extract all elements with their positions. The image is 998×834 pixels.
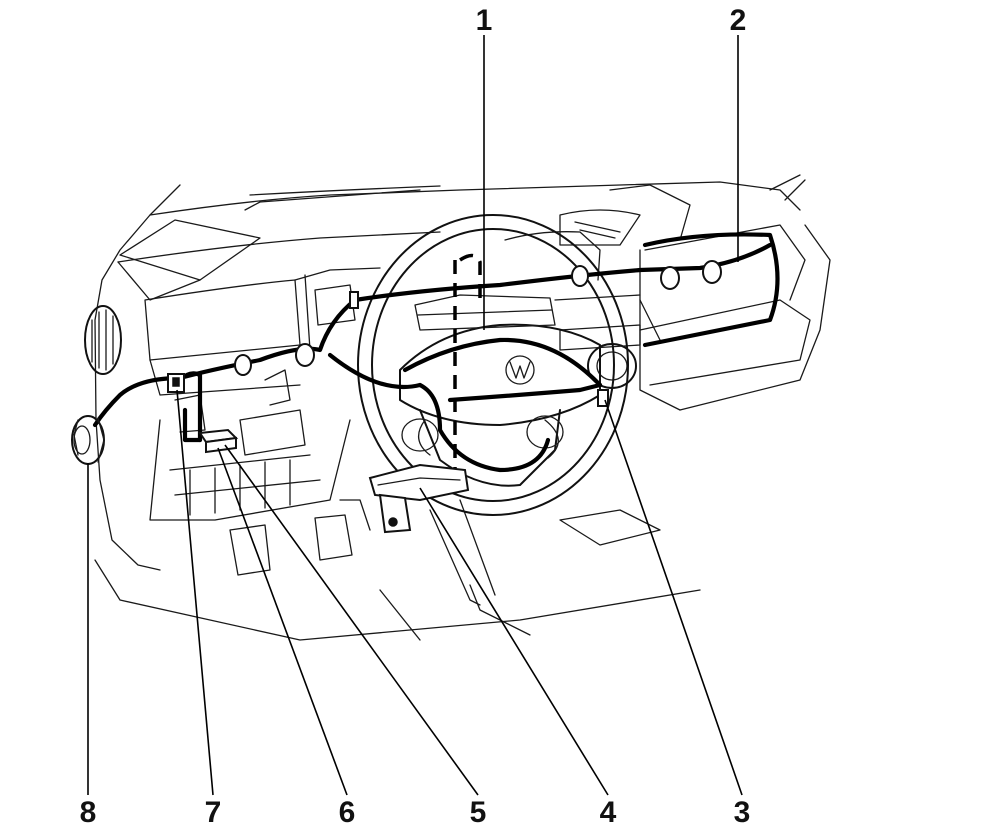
- components: [71, 260, 722, 534]
- callout-3: 3: [734, 796, 751, 829]
- callout-5: 5: [470, 796, 487, 829]
- callout-2: 2: [730, 4, 747, 37]
- airbag-wiring-harness: [92, 232, 780, 473]
- callout-leaders: [87, 35, 743, 796]
- callout-labels: 1 2 3 4 5 6 7 8: [80, 4, 751, 829]
- callout-1: 1: [476, 4, 493, 37]
- callout-4: 4: [600, 796, 617, 829]
- dashboard-outline: [84, 174, 831, 641]
- callout-7: 7: [205, 796, 222, 829]
- callout-8: 8: [80, 796, 97, 829]
- callout-6: 6: [339, 796, 356, 829]
